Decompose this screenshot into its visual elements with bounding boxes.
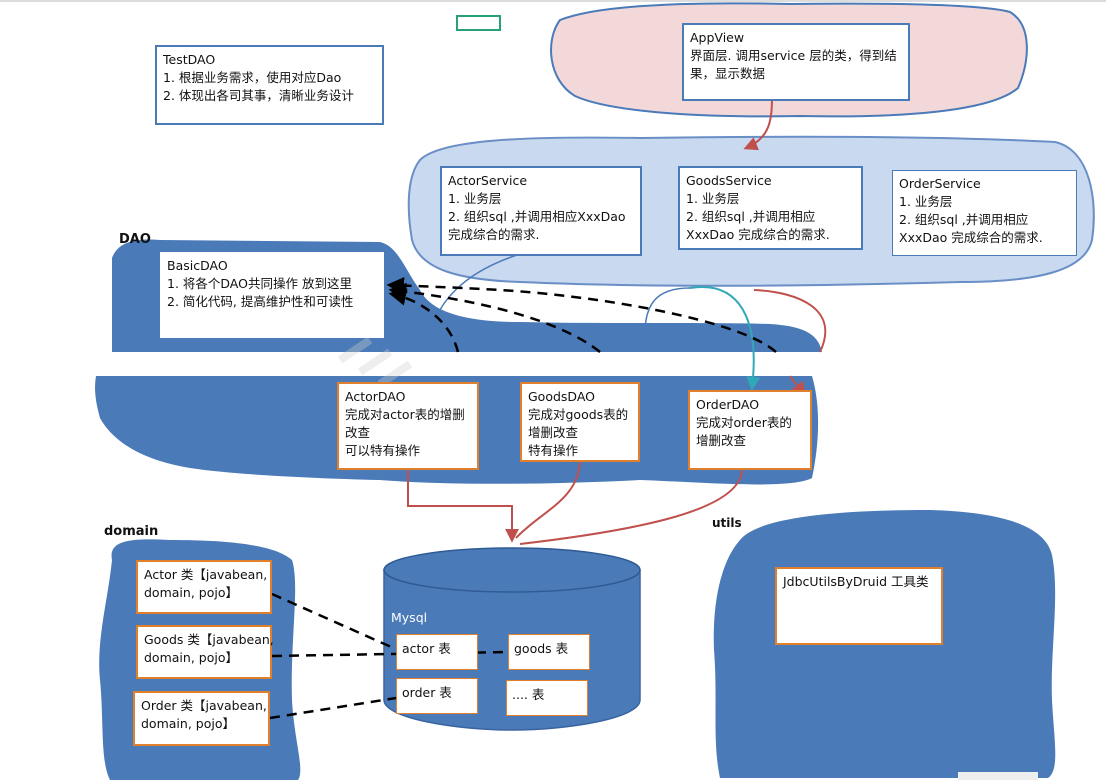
- orderdao-line-1: 完成对order表的增删改查: [696, 415, 792, 448]
- dashed-goodsclass-to-goods-table: [271, 650, 511, 658]
- orderservice-line-1: 1. 业务层: [899, 194, 953, 209]
- goods-class-line-2: domain, pojo】: [144, 650, 238, 665]
- orderservice-line-2: 2. 组织sql ,并调用相应 XxxDao 完成综合的需求.: [899, 212, 1043, 245]
- dashed-actorclass-to-actor-table: [271, 592, 399, 652]
- dashed-orderdao-to-basicdao: [386, 276, 777, 353]
- arrow-actordao-to-mysql: [407, 470, 519, 543]
- orderservice-title: OrderService: [899, 176, 981, 191]
- actorservice-line-2: 2. 组织sql ,并调用相应XxxDao 完成综合的需求.: [448, 209, 626, 242]
- actorservice-line-1: 1. 业务层: [448, 191, 502, 206]
- goods-table-box: goods 表: [508, 634, 590, 670]
- actor-class-box: Actor 类【javabean, domain, pojo】: [136, 560, 272, 614]
- goodsservice-line-1: 1. 业务层: [686, 191, 740, 206]
- jdbcutils-title: JdbcUtilsByDruid 工具类: [783, 574, 929, 589]
- goods-class-line-1: Goods 类【javabean,: [144, 632, 274, 647]
- actor-class-line-1: Actor 类【javabean,: [144, 567, 268, 582]
- actor-class-line-2: domain, pojo】: [144, 585, 238, 600]
- arrow-teal-to-orderdao: [689, 285, 761, 391]
- curve-goodsservice-to-dao: [644, 287, 691, 351]
- dashed-goodsdao-to-basicdao: [388, 282, 601, 353]
- arrow-goodsdao-to-mysql: [515, 461, 581, 539]
- actordao-title: ActorDAO: [345, 389, 406, 404]
- testdao-title: TestDAO: [163, 52, 216, 67]
- basicdao-line-2: 2. 简化代码, 提高维护性和可读性: [167, 294, 354, 309]
- goods-class-box: Goods 类【javabean, domain, pojo】: [136, 625, 274, 679]
- dao-region-label: DAO: [119, 232, 151, 247]
- appview-box: AppView 界面层. 调用service 层的类，得到结果，显示数据: [682, 23, 910, 101]
- goodsservice-line-2: 2. 组织sql ,并调用相应 XxxDao 完成综合的需求.: [686, 209, 830, 242]
- curve-actorservice-to-dao: [427, 253, 521, 353]
- appview-line-1: 界面层. 调用service 层的类，得到结果，显示数据: [690, 48, 897, 81]
- goodsservice-box: GoodsService 1. 业务层 2. 组织sql ,并调用相应 XxxD…: [678, 166, 863, 250]
- utils-region-label: utils: [712, 516, 742, 530]
- actorservice-title: ActorService: [448, 173, 528, 188]
- mysql-label: Mysql: [391, 610, 428, 625]
- arrow-appview-to-service: [743, 95, 773, 151]
- goodsdao-line-2: 特有操作: [528, 443, 579, 458]
- faint-bottom-rect: [958, 772, 1038, 780]
- goodsdao-box: GoodsDAO 完成对goods表的增删改查 特有操作: [520, 382, 640, 462]
- orderdao-title: OrderDAO: [696, 397, 760, 412]
- arrow-orderservice-to-orderdao: [753, 289, 827, 353]
- appview-title: AppView: [690, 30, 745, 45]
- dashed-actordao-to-basicdao: [388, 288, 460, 353]
- goodsdao-line-1: 完成对goods表的增删改查: [528, 407, 629, 440]
- small-teal-rect: [456, 15, 501, 31]
- order-class-line-2: domain, pojo】: [141, 716, 235, 731]
- actor-table-box: actor 表: [396, 634, 478, 670]
- order-class-box: Order 类【javabean, domain, pojo】: [133, 691, 270, 746]
- faint-stripes: [337, 336, 413, 388]
- goodsdao-title: GoodsDAO: [528, 389, 596, 404]
- order-class-line-1: Order 类【javabean,: [141, 698, 267, 713]
- actordao-line-2: 可以特有操作: [345, 443, 421, 458]
- jdbcutils-box: JdbcUtilsByDruid 工具类: [775, 567, 943, 645]
- other-table-box: .... 表: [506, 680, 588, 716]
- mysql-cylinder-top: [383, 547, 641, 593]
- arrow-orderdao-to-mysql: [519, 469, 743, 545]
- basicdao-box: BasicDAO 1. 将各个DAO共同操作 放到这里 2. 简化代码, 提高维…: [160, 252, 384, 338]
- basicdao-title: BasicDAO: [167, 258, 228, 273]
- orderservice-box: OrderService 1. 业务层 2. 组织sql ,并调用相应 XxxD…: [892, 170, 1077, 256]
- actordao-line-1: 完成对actor表的增删改查: [345, 407, 465, 440]
- testdao-box: TestDAO 1. 根据业务需求，使用对应Dao 2. 体现出各司其事，清晰业…: [155, 45, 384, 125]
- orderdao-box: OrderDAO 完成对order表的增删改查: [688, 390, 812, 470]
- dashed-orderclass-to-order-table: [269, 696, 397, 720]
- actordao-box: ActorDAO 完成对actor表的增删改查 可以特有操作: [337, 382, 479, 470]
- actorservice-box: ActorService 1. 业务层 2. 组织sql ,并调用相应XxxDa…: [440, 166, 642, 256]
- order-table-box: order 表: [396, 678, 478, 714]
- domain-region-label: domain: [104, 524, 159, 539]
- testdao-line-2: 2. 体现出各司其事，清晰业务设计: [163, 88, 354, 103]
- testdao-line-1: 1. 根据业务需求，使用对应Dao: [163, 70, 342, 85]
- goodsservice-title: GoodsService: [686, 173, 772, 188]
- basicdao-line-1: 1. 将各个DAO共同操作 放到这里: [167, 276, 352, 291]
